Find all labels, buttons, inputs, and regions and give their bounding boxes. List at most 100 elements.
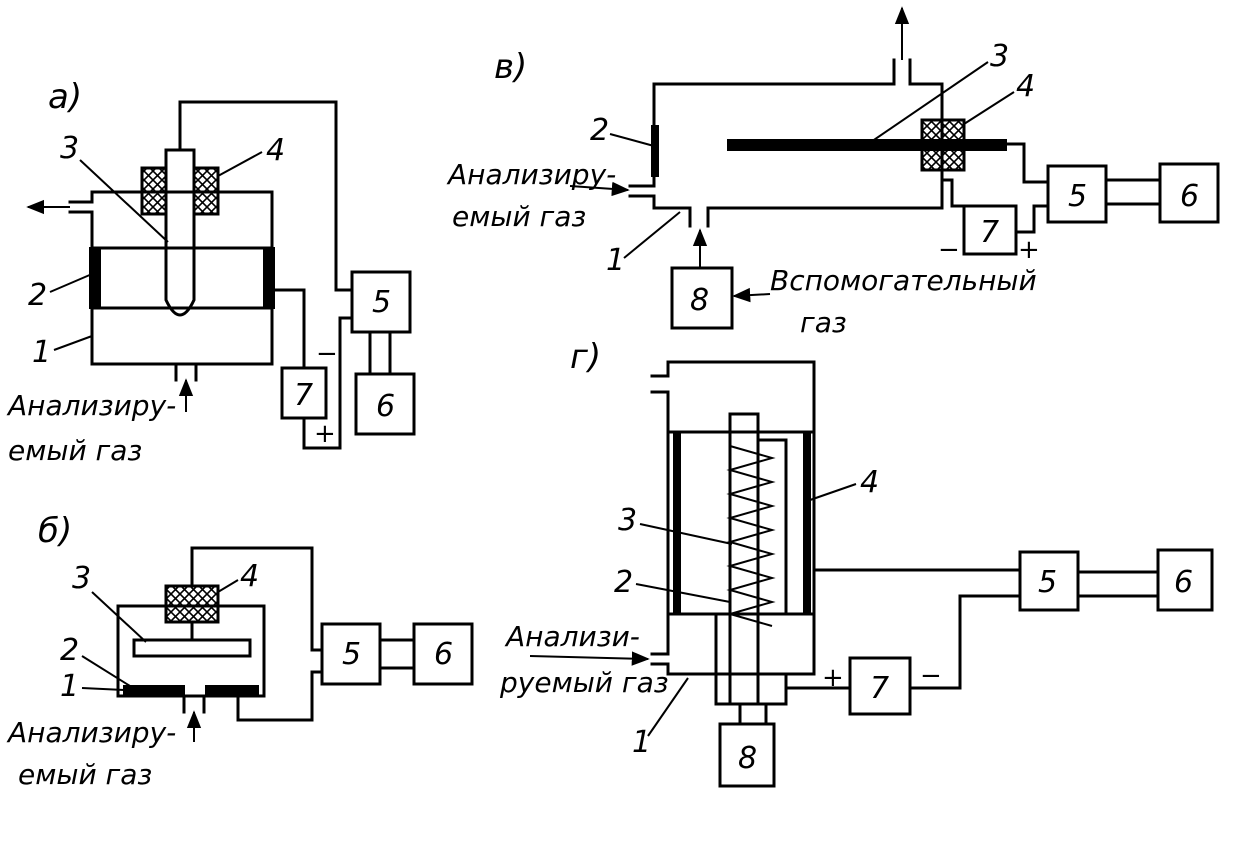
panel-a-electrode-3 — [164, 148, 196, 317]
panel-v-plus: + — [1018, 235, 1040, 265]
panel-b-part-2: 2 — [60, 633, 79, 668]
panel-b-part-3: 3 — [72, 561, 91, 596]
panel-g-inner-wall — [756, 438, 788, 616]
panel-a-minus: − — [316, 339, 338, 369]
panel-b-part-6: 6 — [434, 637, 453, 672]
panel-g-minus: − — [920, 661, 942, 691]
panel-b-wire-signal — [190, 546, 324, 652]
panel-b-leader-3 — [91, 591, 147, 643]
panel-a-insulator-4-right — [192, 166, 220, 216]
panel-v-recorder-6 — [1158, 162, 1220, 224]
panel-g: г) 5 6 7 8 + − 3 2 4 1 Анализи- руемый г… — [499, 337, 1214, 788]
panel-a-electrode-2-left — [89, 247, 101, 309]
panel-g-part-5: 5 — [1038, 565, 1057, 600]
panel-a-chamber-lower — [90, 246, 274, 366]
panel-g-leader-3 — [639, 523, 733, 545]
panel-b: б) 5 6 3 4 2 1 Анализиру- емый газ — [6, 511, 474, 791]
panel-g-part-4: 4 — [860, 465, 879, 500]
panel-g-coil — [726, 445, 776, 627]
panel-a-part-4: 4 — [266, 133, 285, 168]
panel-v-insulator-4 — [920, 118, 966, 172]
panel-v-part-4: 4 — [1016, 69, 1035, 104]
panel-g-power-7 — [848, 656, 912, 716]
panel-v-part-1: 1 — [606, 243, 625, 278]
panel-a-electrode-2-right — [263, 247, 275, 309]
panel-b-recorder-6 — [412, 622, 474, 686]
panel-a-plus: + — [314, 419, 336, 449]
panel-v-electrode-2 — [651, 125, 659, 177]
panel-v-part-8: 8 — [690, 283, 709, 318]
panel-g-amplifier-5 — [1018, 550, 1080, 612]
panel-b-part-5: 5 — [342, 637, 361, 672]
panel-b-leader-4 — [217, 579, 239, 593]
panel-b-leader-1 — [81, 687, 125, 691]
panel-b-label: б) — [38, 511, 72, 551]
panel-a-part-3: 3 — [60, 131, 79, 166]
panel-g-part-8: 8 — [738, 741, 757, 776]
panel-a-part-2: 2 — [28, 278, 47, 313]
panel-v-leader-4 — [963, 91, 1015, 125]
panel-v-power-7 — [962, 204, 1018, 256]
panel-g-chamber — [650, 360, 816, 676]
panel-g-gas-arrow — [529, 651, 650, 666]
panel-a-inlet — [174, 362, 198, 382]
panel-a-part-1: 1 — [32, 335, 51, 370]
panel-b-insulator-4 — [164, 584, 220, 624]
panel-g-base — [714, 672, 788, 706]
panel-v-part-3: 3 — [990, 39, 1009, 74]
panel-g-part-6: 6 — [1174, 565, 1193, 600]
panel-b-wire-amp-rec — [378, 638, 416, 670]
panel-g-label: г) — [570, 337, 601, 377]
panel-v-label: в) — [494, 47, 527, 87]
panel-g-electrode-4-left — [673, 431, 681, 615]
panel-g-wire-8 — [738, 702, 768, 726]
panel-a-part-7: 7 — [294, 378, 313, 413]
panel-g-wire-return — [908, 594, 1022, 690]
panel-a-label: а) — [48, 77, 82, 117]
panel-g-recorder-6 — [1156, 548, 1214, 612]
panel-v-leader-3 — [867, 61, 989, 145]
panel-v-aux-label-2: газ — [800, 306, 847, 339]
panel-a-gas-label-1: Анализиру- — [6, 389, 176, 422]
panel-g-wire-amp-rec — [1076, 570, 1160, 598]
panel-v-gas-label-1: Анализиру- — [446, 158, 616, 191]
panel-a-leader-2 — [49, 273, 93, 293]
panel-g-electrode-4-right — [803, 431, 811, 615]
panel-v-leader-2 — [609, 133, 655, 147]
panel-a-wire-return — [302, 316, 354, 450]
panel-a-recorder-6 — [354, 372, 416, 436]
panel-v-part-5: 5 — [1068, 179, 1087, 214]
panel-g-leader-1 — [647, 677, 689, 737]
panel-a-chamber — [68, 190, 274, 250]
panel-a-wire-amp-rec — [368, 330, 392, 376]
panel-g-gas-label-2: руемый газ — [499, 666, 669, 699]
panel-a-leader-1 — [53, 335, 93, 351]
panel-b-gas-label-1: Анализиру- — [6, 716, 176, 749]
panel-a-power-7 — [280, 366, 328, 420]
panel-v-minus: − — [938, 235, 960, 265]
panel-v-gas-arrow — [569, 181, 630, 197]
panel-a-insulator-4-left — [140, 166, 168, 216]
panel-a-wire-electrode — [270, 288, 306, 370]
panel-a-leader-4 — [217, 151, 263, 177]
panel-a-part-5: 5 — [372, 285, 391, 320]
panel-g-gas-label-1: Анализи- — [504, 620, 640, 653]
panel-g-leader-2 — [635, 583, 731, 603]
panel-b-electrode-2-right — [205, 685, 259, 695]
panel-v-amplifier-5 — [1046, 164, 1108, 224]
panel-v-aux-arrow-in — [732, 287, 771, 303]
panel-v-wire-signal — [1004, 142, 1050, 184]
panel-b-part-1: 1 — [60, 669, 79, 704]
panel-v-leader-1 — [623, 211, 681, 259]
panel-v-part-6: 6 — [1180, 179, 1199, 214]
panel-v-part-7: 7 — [980, 215, 999, 250]
panel-a-wire-signal — [178, 100, 354, 292]
panel-g-plus: + — [822, 663, 844, 693]
panel-g-part-7: 7 — [870, 671, 889, 706]
panel-v-aux-label-1: Вспомогательный — [770, 264, 1037, 297]
panel-b-inlet — [182, 694, 206, 714]
panel-v-wire-right — [1014, 204, 1050, 234]
panel-a-amplifier-5 — [350, 270, 412, 334]
panel-a-gas-label-2: емый газ — [8, 434, 142, 467]
panel-v-gas-label-2: емый газ — [452, 200, 586, 233]
